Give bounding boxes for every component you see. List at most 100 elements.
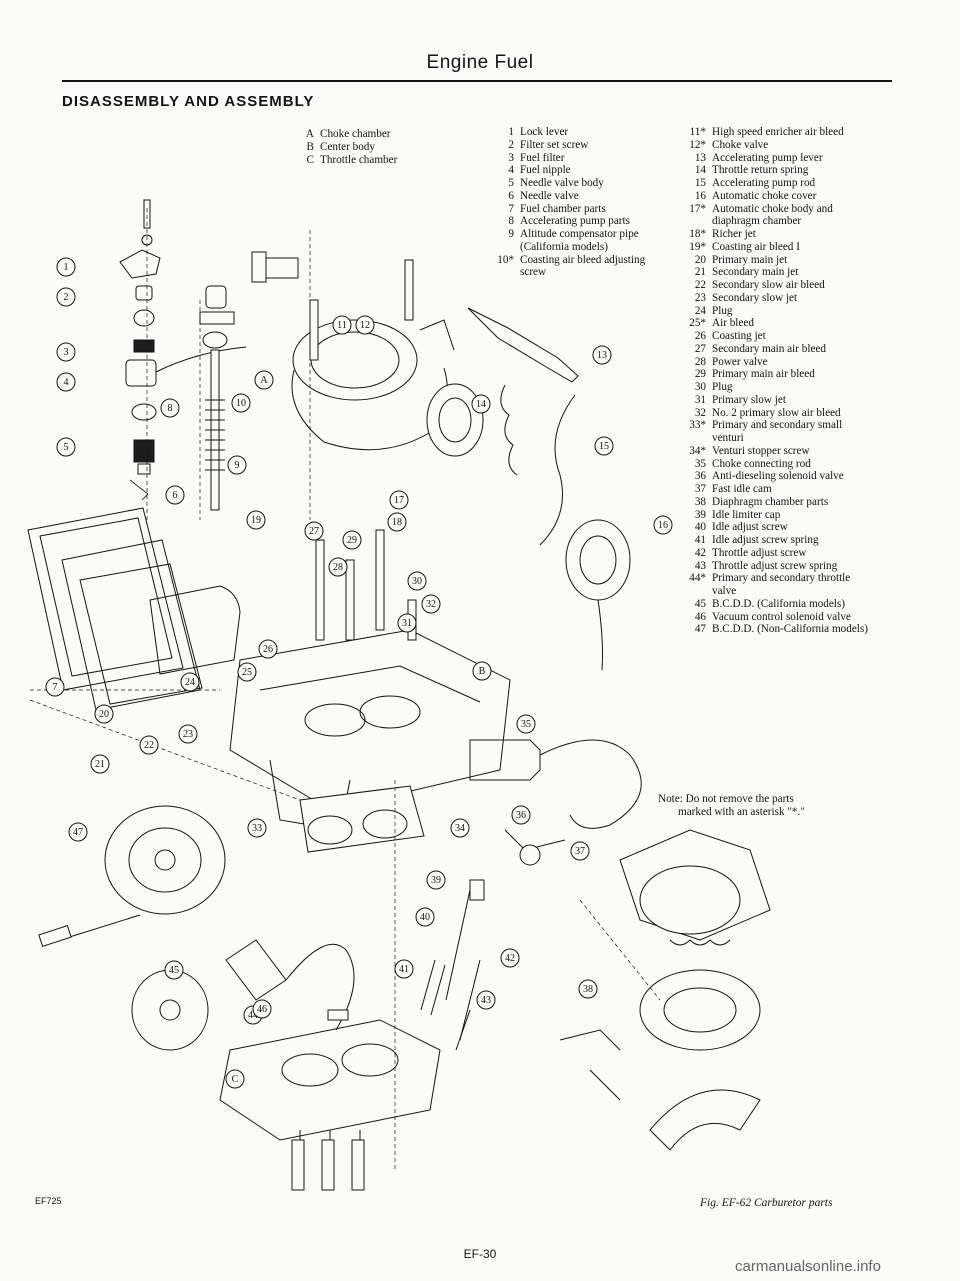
legend-text: Automatic choke cover <box>712 189 817 202</box>
legend-text: Fuel filter <box>520 151 565 164</box>
legend-number: 24 <box>694 304 706 317</box>
legend-text: Choke connecting rod <box>712 457 811 470</box>
legend-text: venturi <box>712 432 744 444</box>
legend-text: Lock lever <box>520 126 569 138</box>
callout-7: 7 <box>45 677 65 697</box>
callout-4: 4 <box>56 372 76 392</box>
callout-3: 3 <box>56 342 76 362</box>
callout-label: 35 <box>521 719 531 730</box>
callout-14: 14 <box>471 394 491 414</box>
legend-text: Throttle adjust screw spring <box>712 559 838 572</box>
legend-entry: 22 Secondary slow air bleed <box>682 279 868 292</box>
note-line-2: marked with an asterisk "*." <box>678 806 805 818</box>
legend-text: Accelerating pump parts <box>520 215 630 228</box>
callout-label: 30 <box>412 576 422 587</box>
callout-label: 13 <box>597 350 607 361</box>
callout-label: A <box>260 375 268 386</box>
accelerating-pump-parts <box>199 285 235 520</box>
diaphragm-chamber <box>559 829 771 1151</box>
figure-caption: Fig. EF-62 Carburetor parts <box>700 1197 833 1209</box>
legend-text: Plug <box>712 381 733 393</box>
callout-C: C <box>225 1069 245 1089</box>
callout-24: 24 <box>180 672 200 692</box>
callout-label: 44 <box>248 1010 258 1021</box>
legend-text: Accelerating pump rod <box>712 177 816 189</box>
legend-number: 2 <box>508 138 514 151</box>
legend-text: Center body <box>320 140 375 153</box>
callout-label: 29 <box>347 535 357 546</box>
callout-label: 11 <box>337 320 347 331</box>
legend-entry: 25*Air bleed <box>682 317 868 330</box>
legend-text: Primary main air bleed <box>712 368 815 381</box>
callout-40: 40 <box>415 907 435 927</box>
callout-37: 37 <box>570 841 590 861</box>
legend-entry: 15 Accelerating pump rod <box>682 177 868 190</box>
asterisk-note: Note: Do not remove the parts marked wit… <box>658 793 805 819</box>
callout-19: 19 <box>246 510 266 530</box>
center-body <box>229 529 511 853</box>
callout-label: 45 <box>169 965 179 976</box>
callout-label: C <box>232 1074 239 1085</box>
callout-41: 41 <box>394 959 414 979</box>
callout-label: 18 <box>392 517 402 528</box>
callout-label: 6 <box>173 490 178 501</box>
legend-number: 26 <box>694 330 706 342</box>
legend-text: Accelerating pump lever <box>712 151 823 164</box>
callout-label: 17 <box>394 495 404 506</box>
legend-number: 16 <box>694 189 706 202</box>
callout-47: 47 <box>68 822 88 842</box>
legend-text: Throttle return spring <box>712 164 809 177</box>
legend-number: 15 <box>694 177 706 189</box>
legend-text: Choke chamber <box>320 128 391 140</box>
callout-45: 45 <box>164 960 184 980</box>
callout-label: 2 <box>64 292 69 303</box>
legend-number: 10* <box>497 253 514 266</box>
callout-markers: 1 2 3 4 5 6 7 8 9 10 11 12 13 14 15 16 1… <box>45 257 673 1089</box>
callout-label: 23 <box>183 729 193 740</box>
callout-8: 8 <box>160 398 180 418</box>
legend-entry: valve <box>682 585 868 598</box>
callout-label: 32 <box>426 599 436 610</box>
legend-number: 23 <box>694 291 706 304</box>
legend-number: 45 <box>694 597 706 610</box>
legend-text: Secondary slow jet <box>712 291 798 304</box>
header-rule <box>62 80 892 82</box>
callout-label: 4 <box>64 377 69 388</box>
legend-entry: venturi <box>682 432 868 445</box>
legend-number: 22 <box>694 279 706 291</box>
callout-label: 5 <box>64 442 69 453</box>
callout-15: 15 <box>594 436 614 456</box>
callout-label: 20 <box>99 709 109 720</box>
legend-entry: 34*Venturi stopper screw <box>682 445 868 458</box>
legend-number: 37 <box>694 483 706 495</box>
legend-entry: 3 Fuel filter <box>494 152 645 165</box>
callout-46: 46 <box>252 999 272 1019</box>
callout-16: 16 <box>653 515 673 535</box>
legend-number: 31 <box>694 393 706 406</box>
callout-33: 33 <box>247 818 267 838</box>
legend-text: Automatic choke body and <box>712 202 833 215</box>
callout-26: 26 <box>258 639 278 659</box>
legend-number: 18* <box>689 228 706 240</box>
callout-5: 5 <box>56 437 76 457</box>
callout-18: 18 <box>387 512 407 532</box>
callout-9: 9 <box>227 455 247 475</box>
legend-number: 3 <box>508 151 514 164</box>
callout-label: 27 <box>309 526 319 537</box>
legend-entry: 11*High speed enricher air bleed <box>682 126 868 139</box>
legend-entry: 18*Richer jet <box>682 228 868 241</box>
legend-text: Secondary slow air bleed <box>712 279 825 291</box>
callout-label: 34 <box>455 823 465 834</box>
